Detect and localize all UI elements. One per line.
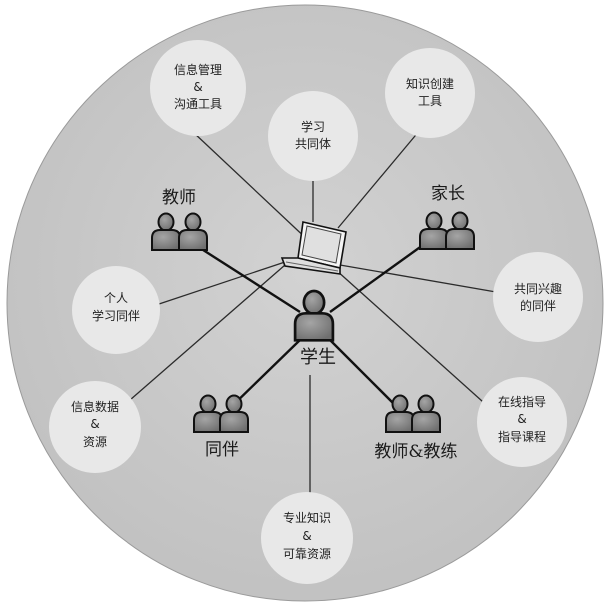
resource-label: 学习 xyxy=(301,119,325,134)
coach-group: 教师&教练 xyxy=(374,394,458,462)
teacher-label: 教师 xyxy=(162,188,196,208)
resource-label: 在线指导 xyxy=(498,394,546,409)
line-laptop-personal-peers xyxy=(149,261,286,308)
resource-info-data: 信息数据 & 资源 xyxy=(49,381,141,473)
resource-bubble xyxy=(150,40,246,136)
line-laptop-info-data xyxy=(129,264,286,401)
resource-bubble xyxy=(261,492,353,584)
resource-label: 信息数据 xyxy=(71,399,119,414)
resource-label: 指导课程 xyxy=(498,429,546,444)
resource-label: & xyxy=(302,529,311,543)
line-laptop-info-tools xyxy=(192,131,311,243)
resource-personal-peers: 个人 学习同伴 xyxy=(72,266,160,354)
peer-label: 同伴 xyxy=(205,440,239,460)
resource-bubble xyxy=(49,381,141,473)
resource-label: 专业知识 xyxy=(283,510,331,525)
resource-online-guidance: 在线指导 & 指导课程 xyxy=(477,377,567,467)
resource-label: & xyxy=(517,412,526,426)
resource-bubble xyxy=(268,91,358,181)
resource-label: 共同体 xyxy=(295,137,331,151)
resource-label: 可靠资源 xyxy=(283,547,331,561)
line-student-coach xyxy=(329,339,401,411)
student-label: 学生 xyxy=(300,347,336,368)
line-laptop-online-guidance xyxy=(335,269,493,411)
resource-knowledge-tools: 知识创建 工具 xyxy=(385,48,475,138)
resource-label: 工具 xyxy=(418,94,442,108)
resource-label: 沟通工具 xyxy=(174,97,222,111)
resource-bubble xyxy=(72,266,160,354)
line-student-parent xyxy=(329,239,431,313)
resource-label: 个人 xyxy=(104,291,128,305)
resource-interest-peers: 共同兴趣 的同伴 xyxy=(493,252,583,342)
resource-label: 知识创建 xyxy=(406,77,454,91)
resource-label: & xyxy=(90,417,99,431)
line-laptop-interest-peers xyxy=(339,264,497,293)
resource-bubble xyxy=(493,252,583,342)
resource-label: 学习同伴 xyxy=(92,308,140,323)
line-student-teacher xyxy=(199,246,301,314)
resource-label: 信息管理 xyxy=(174,62,222,77)
resource-bubble xyxy=(477,377,567,467)
line-laptop-knowledge-tools xyxy=(337,129,421,229)
resource-expert-knowledge: 专业知识 & 可靠资源 xyxy=(261,492,353,584)
resource-bubble xyxy=(385,48,475,138)
parent-label: 家长 xyxy=(431,184,465,204)
connection-lines xyxy=(129,129,497,500)
resource-label: & xyxy=(193,80,202,94)
resource-label: 的同伴 xyxy=(520,298,556,313)
laptop-icon xyxy=(280,221,347,275)
peer-group: 同伴 xyxy=(193,394,249,460)
resource-learning-community: 学习 共同体 xyxy=(268,91,358,181)
parent-group: 家长 xyxy=(419,184,475,250)
resource-info-tools: 信息管理 & 沟通工具 xyxy=(150,40,246,136)
coach-label: 教师&教练 xyxy=(374,442,457,462)
teacher-group: 教师 xyxy=(151,188,208,251)
resource-label: 共同兴趣 xyxy=(514,281,562,296)
resource-label: 资源 xyxy=(83,435,107,449)
